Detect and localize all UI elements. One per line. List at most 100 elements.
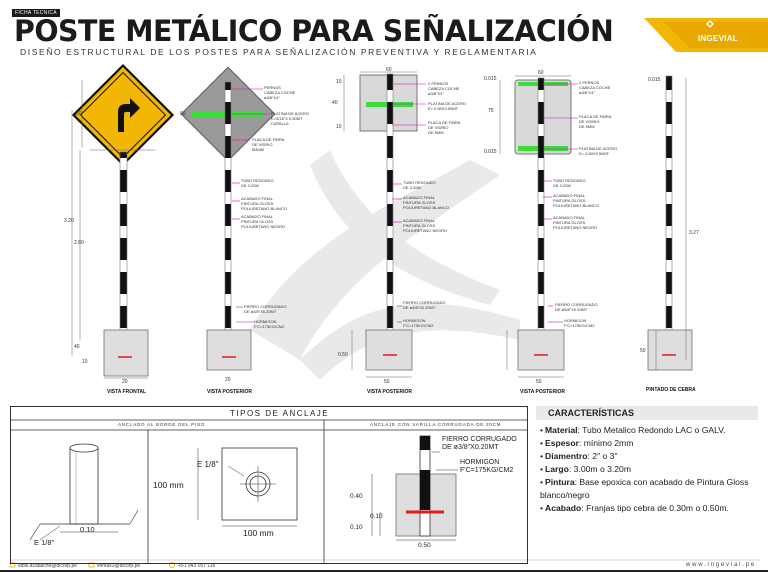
dim-v4-50: 50 xyxy=(536,379,542,385)
dim-anchor-010a: 0.10 xyxy=(80,525,95,534)
annot-pernos-2: 2 PERNOS CABEZA COCHE ø3/8"X4" xyxy=(428,81,460,96)
view-posterior-3 xyxy=(499,75,578,378)
dim-v1-60b: 60 xyxy=(119,152,125,158)
label-vista-posterior-3: VISTA POSTERIOR xyxy=(520,389,566,395)
footer-website[interactable]: www.ingevial.pe xyxy=(685,562,756,568)
label-vista-posterior-1: VISTA POSTERIOR xyxy=(207,389,253,395)
document-tag: FICHA TECNICA xyxy=(12,9,60,17)
phone-icon xyxy=(169,562,175,568)
anchor-hormigon-label: HORMIGON F'C=175KG/CM2 xyxy=(460,459,514,474)
label-pintado-cebra: PINTADO DE CEBRA xyxy=(646,387,696,393)
dim-anchor-040: 0.40 xyxy=(350,493,363,500)
brand-name: INGEVIAL xyxy=(697,34,738,43)
annot-tubo-3: TUBO REDONDO DE 3.20M xyxy=(553,178,586,188)
turn-arrow-icon xyxy=(118,98,140,132)
char-item-espesor: Espesor: mínimo 2mm xyxy=(540,437,756,450)
annot-negro-1: ACABADO FINAL PINTURA GLOSS POLIURETANO … xyxy=(241,214,286,229)
pole-cebra xyxy=(665,75,673,371)
label-vista-posterior-2: VISTA POSTERIOR xyxy=(367,389,413,395)
weld-e18-a: E 1/8" xyxy=(34,538,55,547)
dim-v3-50: 50 xyxy=(384,379,390,385)
annot-platina-3: PLATINA DE ACERO E= 0.50X0.50MT xyxy=(579,146,617,156)
annot-placa-2: PLACA DE FIBRA DE VIDRIO DE 6MM xyxy=(428,120,461,135)
annot-blanco-2: ACABADO FINAL PINTURA GLOSS POLIURETANO … xyxy=(403,195,449,210)
characteristics-title: CARACTERÍSTICAS xyxy=(548,408,635,418)
annot-pernos-3: 2 PERNOS CABEZA COCHE ø3/8"X4" xyxy=(579,80,611,95)
dim-v3-10a: 10 xyxy=(336,79,342,85)
anchorage-left-header: ANCLADO AL BORDE DEL PISO xyxy=(118,422,206,427)
char-item-pintura: Pintura: Base epoxica con acabado de Pin… xyxy=(540,476,756,502)
dim-v4-75: 75 xyxy=(488,108,494,114)
footer-phone[interactable]: +51 943 057 116 xyxy=(178,563,216,569)
dim-v4-0015a: 0.015 xyxy=(484,76,497,82)
footing-frontal xyxy=(103,329,149,377)
characteristics-header-bar xyxy=(536,406,758,420)
dim-v5-0015: 0.015 xyxy=(648,77,661,83)
annot-pernos-1: PERNOS CABEZA COCHE ø3/8"X4" xyxy=(264,85,296,100)
char-item-largo: Largo: 3.00m o 3.20m xyxy=(540,463,756,476)
pole-posterior-3 xyxy=(537,77,545,371)
watermark-road-icon xyxy=(250,150,520,380)
dim-100-horizontal: 100 mm xyxy=(243,528,274,538)
view-posterior-1 xyxy=(180,66,276,371)
annot-negro-2: ACABADO FINAL PINTURA GLOSS POLIURETANO … xyxy=(403,218,448,233)
view-posterior-2 xyxy=(343,71,426,378)
pole-posterior-1 xyxy=(224,81,232,363)
annot-fierro-3: FIERRO CORRUGADO DE ø3/8"X0.20MT xyxy=(555,302,598,312)
dim-v1-280: 2.80 xyxy=(74,240,84,246)
annot-platina-2: PLATINA DE ACERO E= 0.50X0.50MT xyxy=(428,101,466,111)
dim-anchor-050: 0.50 xyxy=(418,542,431,549)
dim-anchor-010b: 0.10 xyxy=(350,524,363,531)
annot-hormigon-3: HORMIGON F'C=175KG/CM2 xyxy=(564,318,595,328)
dim-v3-60: 60 xyxy=(386,67,392,73)
annot-platina-1: PLATINA DE ACERO E=3/16"X 0.50MT CAPALLA xyxy=(271,111,309,126)
annot-tubo-2: TUBO REDONDO DE 3.20M xyxy=(403,180,436,190)
annot-negro-3: ACABADO FINAL PINTURA GLOSS POLIURETANO … xyxy=(553,215,598,230)
view-frontal xyxy=(71,63,175,379)
footer-email-2[interactable]: ventas3@dicorp.pe xyxy=(97,563,141,569)
dim-v1-20: 20 xyxy=(122,379,128,385)
dim-100-vertical: 100 mm xyxy=(153,480,184,490)
dim-v1-60a: 60 xyxy=(76,111,82,117)
anchor-fierro-label: FIERRO CORRUGADO DE ø3/8"X0.20MT xyxy=(442,436,517,451)
view-cebra xyxy=(647,75,693,371)
dim-v3-10b: 10 xyxy=(336,124,342,130)
characteristics-list: Material: Tubo Metalico Redondo LAC o GA… xyxy=(540,424,756,515)
anchorage-right-header: ANCLAJE CON VARILLA CORRUGADA DE 20CM xyxy=(370,422,502,427)
dim-v2-20: 20 xyxy=(225,377,231,383)
anchorage-panel xyxy=(10,406,528,564)
dim-v1-320: 3.20 xyxy=(64,218,74,224)
annot-fierro-1: FIERRO CORRUGADO DE ø3/8"X0.20MT xyxy=(244,304,287,314)
char-item-acabado: Acabado: Franjas tipo cebra de 0.30m o 0… xyxy=(540,502,756,515)
brand-banner xyxy=(664,22,768,48)
brand-logo-icon xyxy=(706,20,714,28)
pipe-floor-anchor xyxy=(69,447,99,525)
annot-placa-3: PLACA DE FIBRA DE VIDRIO DE 6MM xyxy=(579,114,612,129)
annot-fierro-2: FIERRO CORRUGADO DE ø3/8"X0.20MT xyxy=(403,300,446,310)
dim-v1-40: 40 xyxy=(74,344,80,350)
dim-v3-050: 0.50 xyxy=(338,352,348,358)
page-subtitle: DISEÑO ESTRUCTURAL DE LOS POSTES PARA SE… xyxy=(20,47,538,57)
char-item-material: Material: Tubo Metalico Redondo LAC o GA… xyxy=(540,424,756,437)
dim-v4-0015b: 0.015 xyxy=(484,149,497,155)
dim-v5-327: 3.27 xyxy=(689,230,699,236)
annot-placa-1: PLACA DE FIBRA DE VIDRIO Ø4MM xyxy=(252,137,285,152)
anchor-drawings xyxy=(10,419,528,564)
dim-v2-60: 60 xyxy=(180,111,186,117)
annot-blanco-1: ACABADO FINAL PINTURA GLOSS POLIURETANO … xyxy=(241,196,287,211)
annot-hormigon-1: HORMIGON F'C=175KG/CM2 xyxy=(254,319,285,329)
pole-frontal xyxy=(119,151,128,361)
dim-v5-50: 50 xyxy=(640,348,646,354)
label-vista-frontal: VISTA FRONTAL xyxy=(107,389,147,395)
dim-anchor-010c: 0.10 xyxy=(370,513,383,520)
footer-email-1[interactable]: elbis.acabache@dicorp.pe xyxy=(18,563,78,569)
dim-v4-60: 60 xyxy=(538,70,544,76)
char-item-diametro: Diamentro: 2" o 3" xyxy=(540,450,756,463)
dim-v3-40: 40 xyxy=(332,100,338,106)
annot-blanco-3: ACABADO FINAL PINTURA GLOSS POLIURETANO … xyxy=(553,193,599,208)
page-title: POSTE METÁLICO PARA SEÑALIZACIÓN xyxy=(14,14,614,48)
anchorage-title: TIPOS DE ANCLAJE xyxy=(230,409,330,418)
annot-tubo-1: TUBO REDONDO DE 3.20M xyxy=(241,178,274,188)
annot-hormigon-2: HORMIGON F'C=175KG/CM2 xyxy=(403,318,434,328)
